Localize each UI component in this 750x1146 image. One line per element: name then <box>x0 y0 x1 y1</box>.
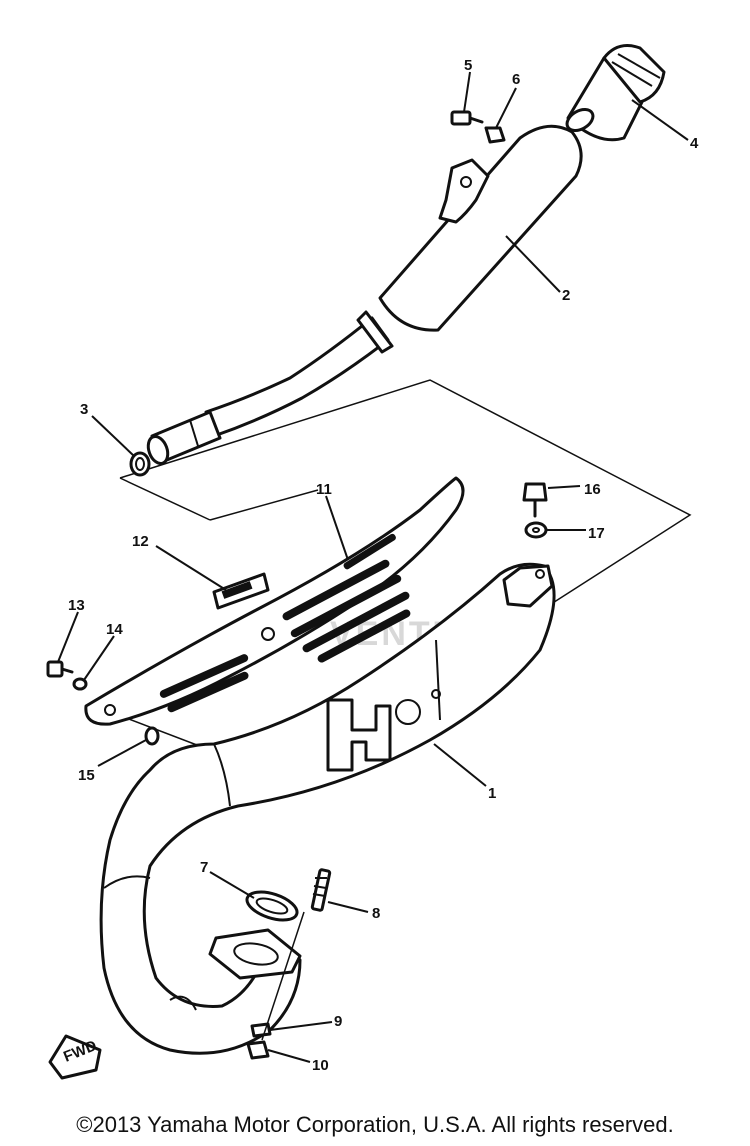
part-bolt-chamber[interactable] <box>522 482 548 518</box>
part-gasket-flange[interactable] <box>244 887 301 926</box>
callout-4: 4 <box>690 135 699 152</box>
part-washer-silencer[interactable] <box>484 126 506 144</box>
callout-3: 3 <box>80 401 88 418</box>
callout-12: 12 <box>132 533 149 550</box>
part-nut[interactable] <box>246 1040 270 1060</box>
part-silencer[interactable] <box>145 124 583 466</box>
callout-15: 15 <box>78 767 95 784</box>
part-grommet[interactable] <box>144 726 160 746</box>
header-flange <box>208 928 302 980</box>
callout-16: 16 <box>584 481 601 498</box>
callout-13: 13 <box>68 597 85 614</box>
part-heat-protector[interactable] <box>84 476 465 726</box>
callout-14: 14 <box>106 621 123 638</box>
part-washer-protector[interactable] <box>72 677 88 691</box>
part-bolt-silencer[interactable] <box>450 110 484 126</box>
copyright-notice: ©2013 Yamaha Motor Corporation, U.S.A. A… <box>76 1112 674 1137</box>
callout-9: 9 <box>334 1013 342 1030</box>
callout-leaders <box>57 71 689 1063</box>
callout-5: 5 <box>464 57 472 74</box>
callout-10: 10 <box>312 1057 329 1074</box>
callout-17: 17 <box>588 525 605 542</box>
forward-direction-arrow-icon: FWD <box>48 1034 102 1080</box>
callout-8: 8 <box>372 905 380 922</box>
part-end-cap[interactable] <box>563 44 666 142</box>
callout-11: 11 <box>316 481 332 498</box>
callout-1: 1 <box>488 785 496 802</box>
callout-7: 7 <box>200 859 208 876</box>
callout-labels: 5 6 4 2 3 11 12 13 14 15 16 17 1 7 8 9 1… <box>68 57 699 1074</box>
callout-2: 2 <box>562 287 570 304</box>
stud-guide-line <box>261 911 305 1041</box>
callout-6: 6 <box>512 71 520 88</box>
part-stud-bolt[interactable] <box>310 868 332 912</box>
part-emblem-label[interactable] <box>212 572 270 610</box>
part-expansion-chamber[interactable] <box>99 562 556 1055</box>
exhaust-parts-diagram: VENTURE <box>46 44 699 1080</box>
part-washer-chamber[interactable] <box>524 521 548 539</box>
part-bolt-protector[interactable] <box>46 660 74 678</box>
part-gasket-ring[interactable] <box>129 451 151 477</box>
